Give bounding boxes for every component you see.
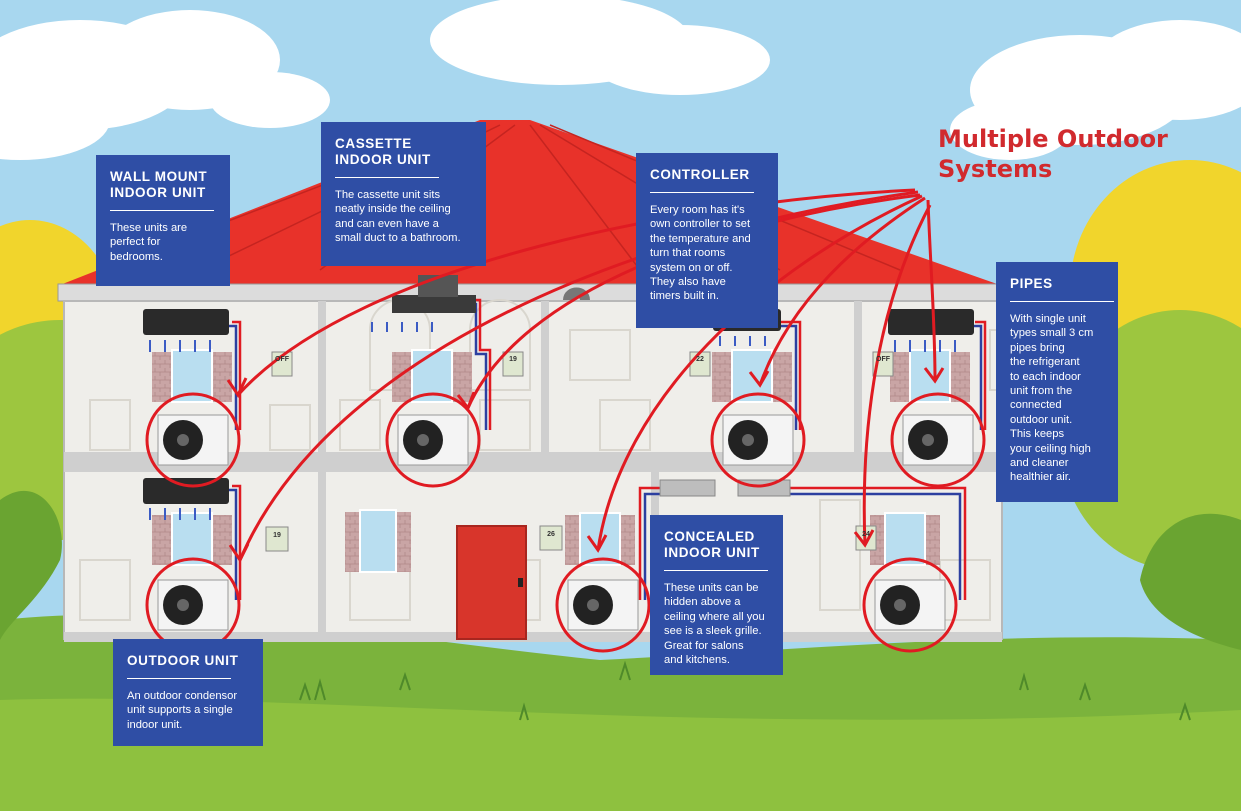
callout-cassette: CASSETTE INDOOR UNIT The cassette unit s… [321, 122, 486, 266]
front-door [456, 525, 527, 640]
controller-display: 19 [509, 356, 517, 363]
controller-display: 26 [547, 531, 555, 538]
callout-controller-body: Every room has it's own controller to se… [650, 204, 751, 303]
divider [650, 192, 754, 193]
bushes [299, 660, 1191, 721]
controller-display: OFF [275, 356, 289, 363]
controller-display: OFF [876, 356, 890, 363]
callout-outdoor-body: An outdoor condensor unit supports a sin… [127, 690, 238, 731]
divider [335, 177, 439, 178]
callout-pipes-body: With single unit types small 3 cm pipes … [1010, 313, 1094, 484]
concealed-ducts [659, 479, 791, 497]
divider [1010, 301, 1114, 302]
divider [110, 210, 214, 211]
clouds [0, 0, 1241, 160]
callout-wall-mount-body: These units are perfect for bedrooms. [110, 222, 188, 263]
callout-concealed-body: These units can be hidden above a ceilin… [664, 582, 765, 667]
controller-display: 22 [696, 356, 704, 363]
callout-outdoor-title: OUTDOOR UNIT [127, 653, 239, 668]
callout-pipes-title: PIPES [1010, 276, 1053, 291]
cassette-unit [392, 275, 590, 313]
outdoor-units [145, 392, 986, 653]
divider [664, 570, 768, 571]
callout-wall-mount: WALL MOUNT INDOOR UNIT These units are p… [96, 155, 230, 286]
divider [127, 678, 231, 679]
callout-cassette-body: The cassette unit sits neatly inside the… [335, 189, 461, 245]
controller-display: 19 [273, 532, 281, 539]
callout-concealed: CONCEALED INDOOR UNIT These units can be… [650, 515, 783, 675]
multiple-outdoor-systems-heading: Multiple Outdoor Systems [938, 125, 1168, 183]
callout-cassette-title: CASSETTE INDOOR UNIT [335, 136, 431, 167]
red-arrows [226, 188, 945, 563]
callout-pipes: PIPES With single unit types small 3 cm … [996, 262, 1118, 502]
callout-wall-mount-title: WALL MOUNT INDOOR UNIT [110, 169, 208, 200]
callout-concealed-title: CONCEALED INDOOR UNIT [664, 529, 760, 560]
controller-display: 24 [862, 531, 870, 538]
callout-controller: CONTROLLER Every room has it's own contr… [636, 153, 778, 328]
callout-controller-title: CONTROLLER [650, 167, 750, 182]
callout-outdoor: OUTDOOR UNIT An outdoor condensor unit s… [113, 639, 263, 746]
